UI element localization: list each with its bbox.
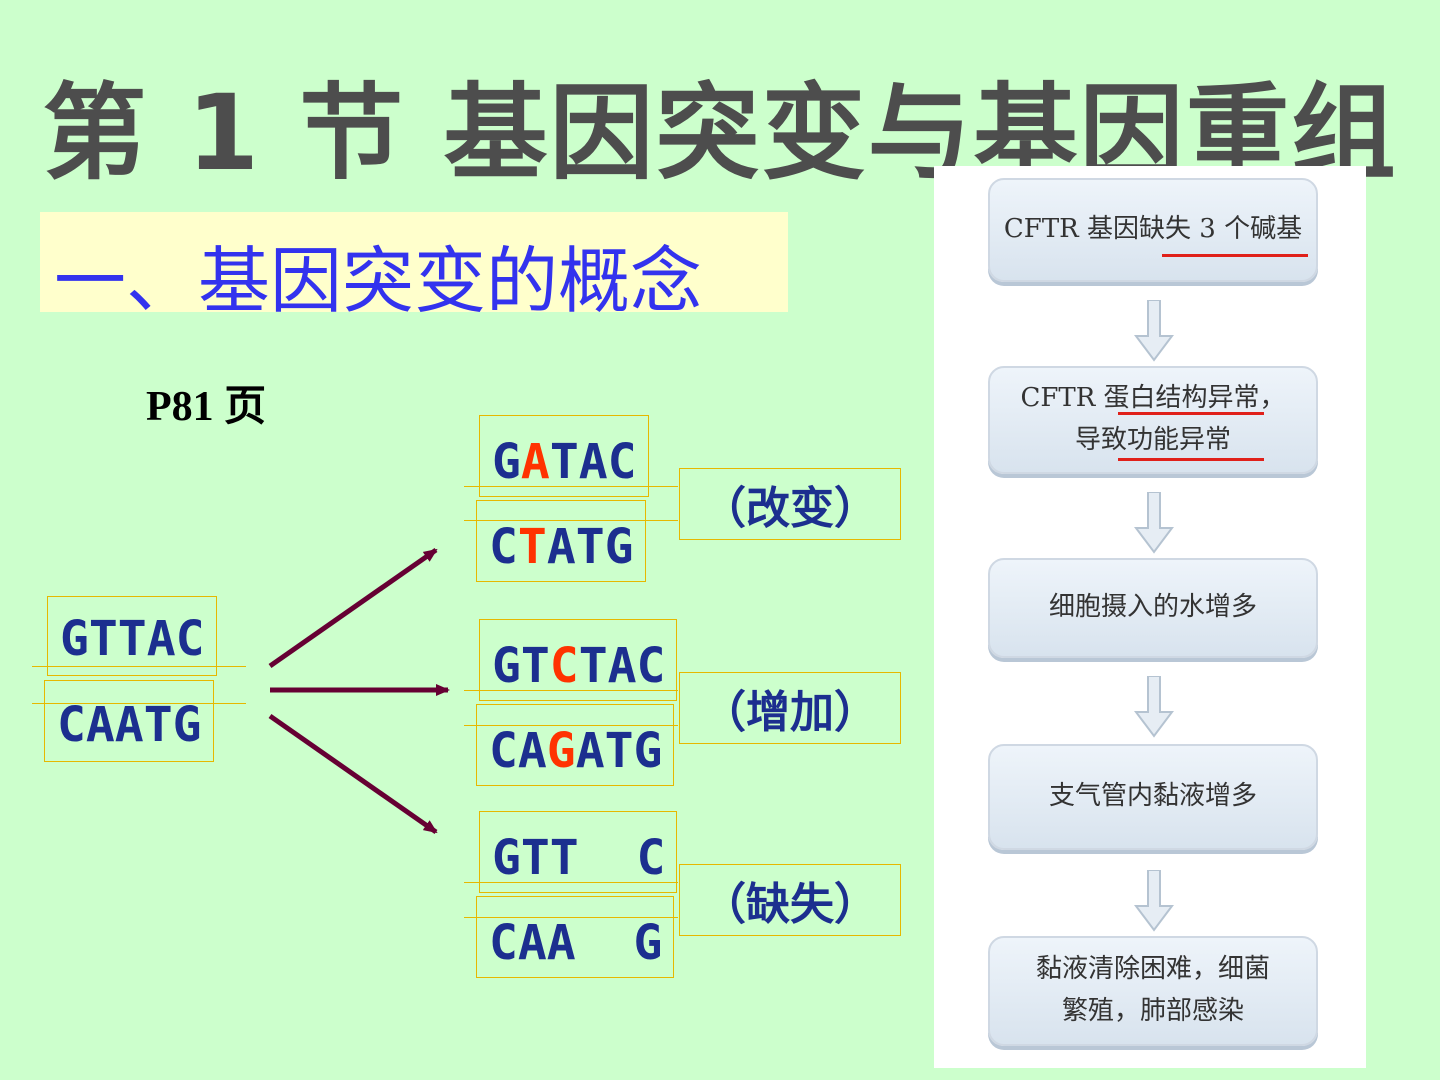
red-underline: [1118, 412, 1264, 415]
arrow-deletion: [268, 713, 438, 835]
flow-step-mucus-increase: 支气管内黏液增多: [988, 744, 1318, 850]
label-insertion: （增加）: [679, 672, 901, 744]
inserted-base: C: [549, 638, 579, 694]
mutated-base: A: [520, 434, 550, 490]
flow-step-water-intake: 细胞摄入的水增多: [988, 558, 1318, 658]
strand-divider: [464, 917, 678, 918]
strand-divider: [464, 882, 678, 883]
original-top-strand: GTTAC: [47, 596, 217, 676]
strand-divider: [464, 520, 678, 521]
mutation-arrows: [268, 547, 450, 835]
section-heading: 一、基因突变的概念: [54, 239, 703, 323]
down-arrow-icon: [1134, 870, 1174, 932]
substitution-bottom-strand: CTATG: [476, 500, 646, 582]
label-deletion: （缺失）: [679, 864, 901, 936]
substitution-top-strand: GATAC: [479, 415, 649, 497]
deletion-bottom-strand: CAA G: [476, 896, 674, 978]
insertion-top-strand: GTCTAC: [479, 619, 677, 701]
flow-step-lung-infection: 黏液清除困难，细菌 繁殖，肺部感染: [988, 936, 1318, 1046]
inserted-base: G: [546, 723, 576, 779]
strand-divider: [464, 725, 678, 726]
insertion-bottom-strand: CAGATG: [476, 704, 674, 786]
down-arrow-icon: [1134, 300, 1174, 362]
strand-divider: [32, 666, 246, 667]
down-arrow-icon: [1134, 676, 1174, 738]
label-substitution: （改变）: [679, 468, 901, 540]
deletion-top-strand: GTT C: [479, 811, 677, 893]
page-reference: P81 页: [146, 384, 267, 430]
strand-divider: [32, 703, 246, 704]
red-underline: [1118, 458, 1264, 461]
mutated-base: T: [517, 519, 547, 575]
down-arrow-icon: [1134, 492, 1174, 554]
arrow-substitution: [268, 547, 438, 669]
cftr-flowchart: CFTR 基因缺失 3 个碱基 CFTR 蛋白结构异常， 导致功能异常 细胞摄入…: [934, 166, 1366, 1068]
strand-divider: [464, 486, 678, 487]
flow-step-protein-abnormal: CFTR 蛋白结构异常， 导致功能异常: [988, 366, 1318, 474]
flow-step-gene-deletion: CFTR 基因缺失 3 个碱基: [988, 178, 1318, 282]
red-underline: [1162, 254, 1308, 257]
strand-divider: [464, 690, 678, 691]
original-bottom-strand: CAATG: [44, 680, 214, 762]
section-highlight: [40, 212, 788, 312]
